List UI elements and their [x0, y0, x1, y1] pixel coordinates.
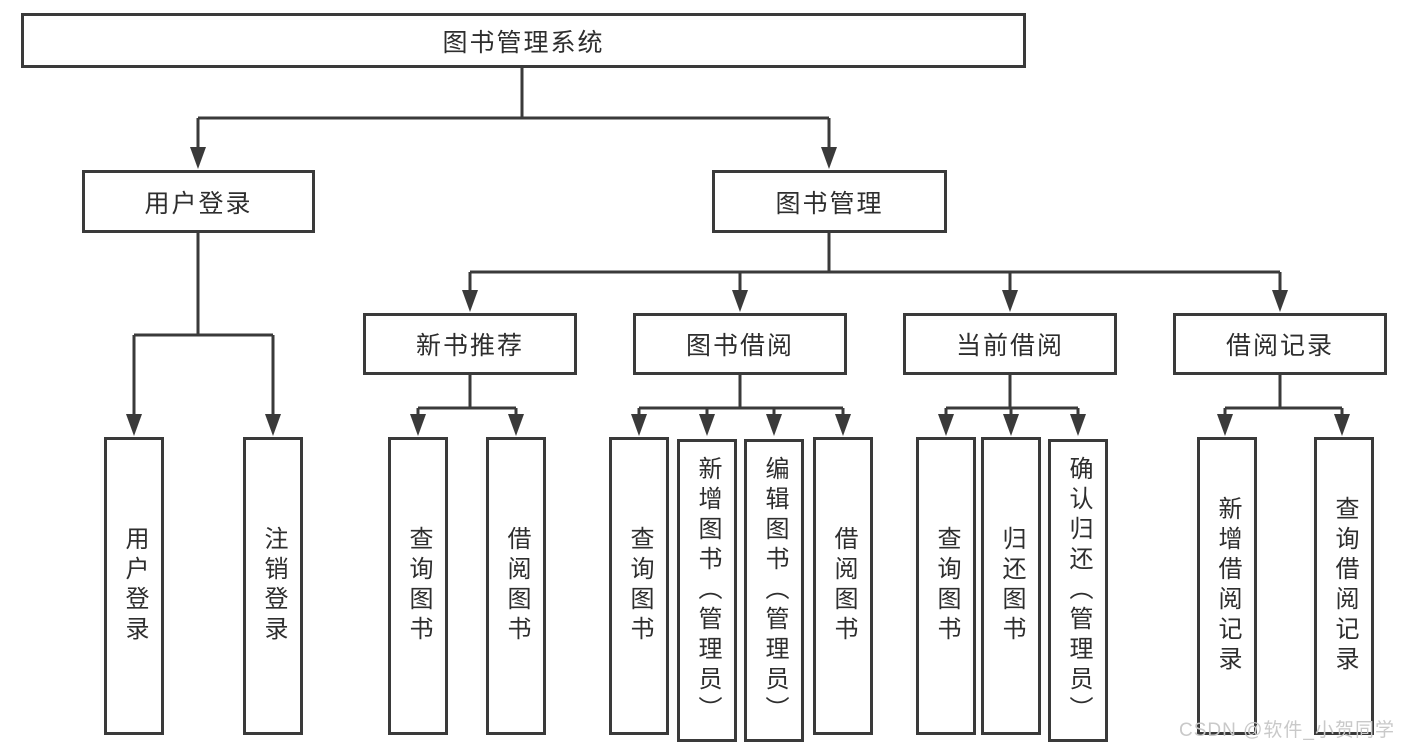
leaf-current-return-book: 归还图书: [981, 437, 1041, 735]
leaf-borrow-add-book: 新增图书（管理员）: [677, 439, 737, 742]
connector-new-book-recommend-to-leaves: [410, 375, 524, 436]
node-user-login-label: 用户登录: [144, 189, 253, 218]
leaf-current-query-book-label: 查询图书: [933, 526, 960, 646]
connector-borrow-records-to-leaves: [1217, 375, 1350, 436]
leaf-logout-label: 注销登录: [260, 526, 287, 646]
node-borrow-records: 借阅记录: [1173, 313, 1387, 375]
connector-book-management-to-level3: [462, 233, 1288, 312]
connector-current-borrow-to-leaves: [938, 375, 1086, 436]
node-borrow-records-label: 借阅记录: [1225, 332, 1334, 360]
leaf-user-login: 用户登录: [104, 437, 164, 735]
node-new-book-recommend-label: 新书推荐: [415, 332, 524, 360]
node-book-management: 图书管理: [712, 170, 947, 233]
leaf-records-add-record: 新增借阅记录: [1197, 437, 1257, 735]
leaf-current-return-book-label: 归还图书: [998, 526, 1025, 646]
leaf-borrow-query-book: 查询图书: [609, 437, 669, 735]
leaf-recommend-borrow-book: 借阅图书: [486, 437, 546, 735]
node-library-management-system-label: 图书管理系统: [442, 28, 605, 57]
leaf-current-confirm-return: 确认归还（管理员）: [1048, 439, 1108, 742]
leaf-logout: 注销登录: [243, 437, 303, 735]
node-new-book-recommend: 新书推荐: [363, 313, 577, 375]
leaf-records-query-record: 查询借阅记录: [1314, 437, 1374, 735]
node-current-borrow: 当前借阅: [903, 313, 1117, 375]
leaf-current-query-book: 查询图书: [916, 437, 976, 735]
leaf-recommend-query-book-label: 查询图书: [405, 526, 432, 646]
connector-book-borrow-to-leaves: [631, 375, 851, 436]
leaf-recommend-query-book: 查询图书: [388, 437, 448, 735]
connector-user-login-to-leaves: [126, 233, 281, 436]
node-book-borrow-label: 图书借阅: [685, 332, 794, 360]
leaf-records-query-record-label: 查询借阅记录: [1331, 496, 1358, 676]
watermark-text: CSDN @软件_小贺同学: [1179, 720, 1395, 741]
node-book-borrow: 图书借阅: [633, 313, 847, 375]
leaf-borrow-edit-book-label: 编辑图书（管理员）: [761, 455, 788, 726]
node-book-management-label: 图书管理: [775, 189, 884, 218]
leaf-borrow-add-book-label: 新增图书（管理员）: [694, 455, 721, 726]
leaf-current-confirm-return-label: 确认归还（管理员）: [1065, 455, 1092, 726]
node-current-borrow-label: 当前借阅: [955, 332, 1064, 360]
leaf-recommend-borrow-book-label: 借阅图书: [503, 526, 530, 646]
leaf-user-login-label: 用户登录: [121, 526, 148, 646]
node-user-login: 用户登录: [82, 170, 315, 233]
leaf-records-add-record-label: 新增借阅记录: [1214, 496, 1241, 676]
leaf-borrow-query-book-label: 查询图书: [626, 526, 653, 646]
connector-root-to-level2: [190, 68, 837, 169]
node-library-management-system: 图书管理系统: [21, 13, 1026, 68]
leaf-borrow-edit-book: 编辑图书（管理员）: [744, 439, 804, 742]
leaf-borrow-borrow-book: 借阅图书: [813, 437, 873, 735]
leaf-borrow-borrow-book-label: 借阅图书: [830, 526, 857, 646]
